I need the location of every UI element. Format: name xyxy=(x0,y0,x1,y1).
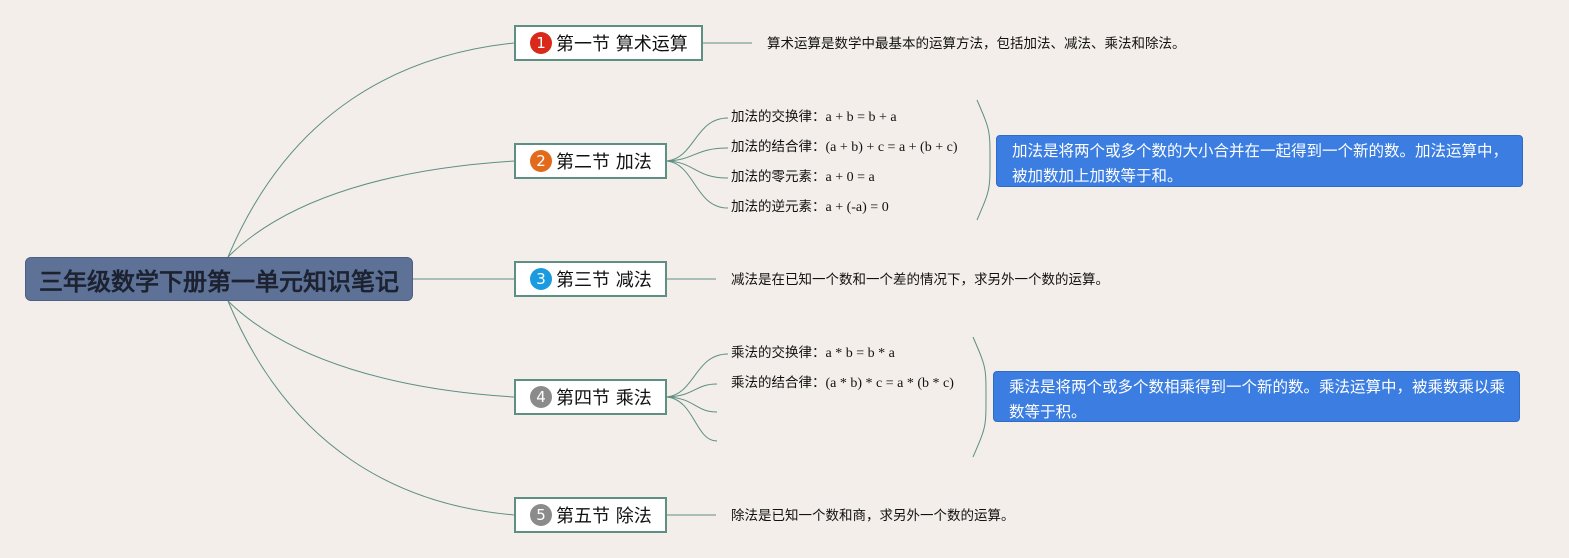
link-sec4-rule2 xyxy=(666,383,718,398)
link-sec2-rule2 xyxy=(666,147,729,162)
addition-rule-item[interactable]: 加法的逆元素：a + (-a) = 0 xyxy=(731,199,889,216)
section-node-2[interactable]: 2 第二节 加法 xyxy=(514,143,667,179)
link-sec4-rule1 xyxy=(666,353,729,398)
rule-formula: (a * b) * c = a * (b * c) xyxy=(825,376,954,391)
rule-label: 加法的逆元素： xyxy=(731,199,826,215)
link-root-sec4 xyxy=(227,300,515,398)
root-node-title[interactable]: 三年级数学下册第一单元知识笔记 xyxy=(25,257,413,301)
section-number-badge: 1 xyxy=(530,32,552,54)
rule-formula: (a + b) + c = a + (b + c) xyxy=(825,140,958,155)
rule-label: 乘法的交换律： xyxy=(731,345,826,361)
section-number-badge: 5 xyxy=(530,504,552,526)
section-number-badge: 4 xyxy=(530,386,552,408)
link-sec2-rule4 xyxy=(666,160,729,209)
addition-rule-item[interactable]: 加法的交换律：a + b = b + a xyxy=(731,109,897,126)
section-node-5[interactable]: 5 第五节 除法 xyxy=(514,497,667,533)
summary-bracket-sec2 xyxy=(976,99,991,221)
rule-formula: a + 0 = a xyxy=(825,170,875,185)
multiplication-summary-callout[interactable]: 乘法是将两个或多个数相乘得到一个新的数。乘法运算中，被乘数乘以乘数等于积。 xyxy=(993,371,1520,422)
rule-label: 加法的零元素： xyxy=(731,169,826,185)
rule-formula: a + b = b + a xyxy=(825,110,897,125)
section-title: 第三节 减法 xyxy=(556,270,652,291)
link-sec4-branch3 xyxy=(666,396,718,413)
rule-formula: a + (-a) = 0 xyxy=(825,200,889,215)
section-title: 第五节 除法 xyxy=(556,506,652,527)
rule-label: 加法的交换律： xyxy=(731,109,826,125)
section-node-1[interactable]: 1 第一节 算术运算 xyxy=(514,25,703,61)
section-number-badge: 2 xyxy=(530,150,552,172)
section-3-note[interactable]: 减法是在已知一个数和一个差的情况下，求另外一个数的运算。 xyxy=(731,272,1109,288)
link-sec2-rule3 xyxy=(666,160,729,179)
link-sec4-branch4 xyxy=(666,396,718,442)
multiplication-rule-item[interactable]: 乘法的结合律：(a * b) * c = a * (b * c) xyxy=(731,375,954,392)
link-sec2-rule1 xyxy=(666,117,729,162)
section-node-4[interactable]: 4 第四节 乘法 xyxy=(514,379,667,415)
addition-summary-callout[interactable]: 加法是将两个或多个数的大小合并在一起得到一个新的数。加法运算中，被加数加上加数等… xyxy=(996,135,1523,187)
link-root-sec1 xyxy=(227,42,515,258)
link-root-sec5 xyxy=(227,300,515,516)
section-title: 第一节 算术运算 xyxy=(556,34,688,55)
section-title: 第二节 加法 xyxy=(556,152,652,173)
section-node-3[interactable]: 3 第三节 减法 xyxy=(514,261,667,297)
section-5-note[interactable]: 除法是已知一个数和商，求另外一个数的运算。 xyxy=(731,508,1015,524)
addition-rule-item[interactable]: 加法的结合律：(a + b) + c = a + (b + c) xyxy=(731,139,957,156)
section-number-badge: 3 xyxy=(530,268,552,290)
section-title: 第四节 乘法 xyxy=(556,388,652,409)
link-root-sec2 xyxy=(227,160,515,258)
rule-formula: a * b = b * a xyxy=(825,346,895,361)
rule-label: 乘法的结合律： xyxy=(731,375,826,391)
summary-bracket-sec4 xyxy=(972,336,987,458)
rule-label: 加法的结合律： xyxy=(731,139,826,155)
addition-rule-item[interactable]: 加法的零元素：a + 0 = a xyxy=(731,169,875,186)
section-1-note[interactable]: 算术运算是数学中最基本的运算方法，包括加法、减法、乘法和除法。 xyxy=(767,36,1186,52)
multiplication-rule-item[interactable]: 乘法的交换律：a * b = b * a xyxy=(731,345,895,362)
